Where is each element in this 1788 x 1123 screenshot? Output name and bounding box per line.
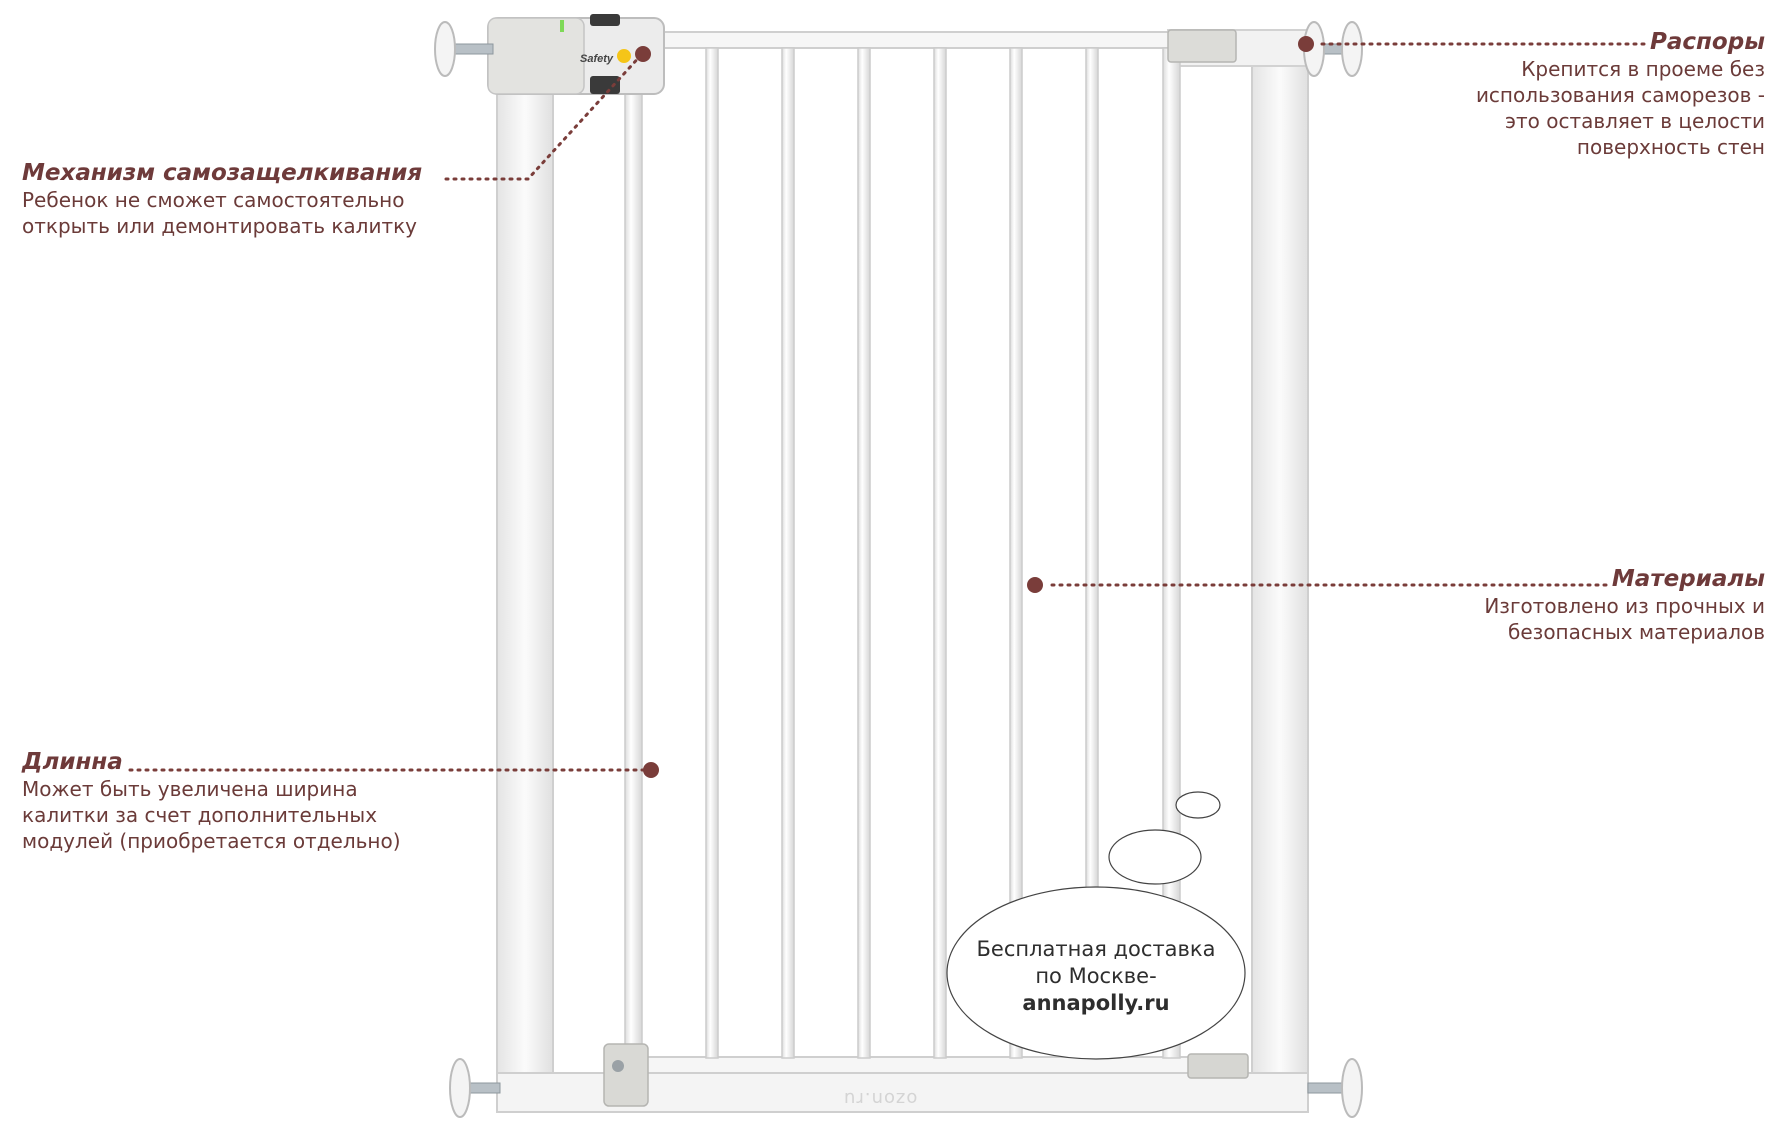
callout-materials: Материалы Изготовлено из прочных и безоп… <box>1484 565 1765 645</box>
watermark: ozon.ru <box>843 1088 918 1109</box>
callout-latch-title: Механизм самозащелкивания <box>22 160 423 186</box>
callout-latch: Механизм самозащелкивания Ребенок не смо… <box>22 159 422 239</box>
callout-spacers: Распоры Крепится в проеме без использова… <box>1476 28 1765 160</box>
gate-bars <box>705 47 1099 1059</box>
callout-spacers-desc: Крепится в проеме без использования само… <box>1475 57 1765 159</box>
promo-line-2: по Москве- <box>1035 964 1157 988</box>
callout-length: Длинна Может быть увеличена ширина калит… <box>22 748 401 854</box>
door-hinges <box>603 29 1249 1107</box>
pressure-spacers <box>434 21 1363 1118</box>
callout-leaders <box>128 42 1652 772</box>
length-marker-dot <box>643 762 659 778</box>
promo-text: Бесплатная доставка по Москве- annapolly… <box>946 936 1246 1017</box>
promo-line-1: Бесплатная доставка <box>976 937 1216 961</box>
brand-logo-text: Safety <box>580 53 614 65</box>
callout-spacers-title: Распоры <box>1650 29 1765 55</box>
callout-dots <box>635 36 1314 778</box>
spacers-marker-dot <box>1298 36 1314 52</box>
promo-site-link[interactable]: annapolly.ru <box>1022 991 1170 1015</box>
latch-mechanism: Safety <box>487 14 665 95</box>
callout-latch-desc: Ребенок не сможет самостоятельно открыть… <box>22 188 418 238</box>
callout-materials-desc: Изготовлено из прочных и безопасных мате… <box>1484 594 1765 644</box>
callout-length-desc: Может быть увеличена ширина калитки за с… <box>22 777 401 853</box>
latch-marker-dot <box>635 46 651 62</box>
promo-bubble <box>946 791 1246 1060</box>
callout-length-title: Длинна <box>22 749 123 775</box>
materials-marker-dot <box>1027 577 1043 593</box>
gate-door <box>624 31 1246 1074</box>
callout-materials-title: Материалы <box>1611 566 1765 592</box>
